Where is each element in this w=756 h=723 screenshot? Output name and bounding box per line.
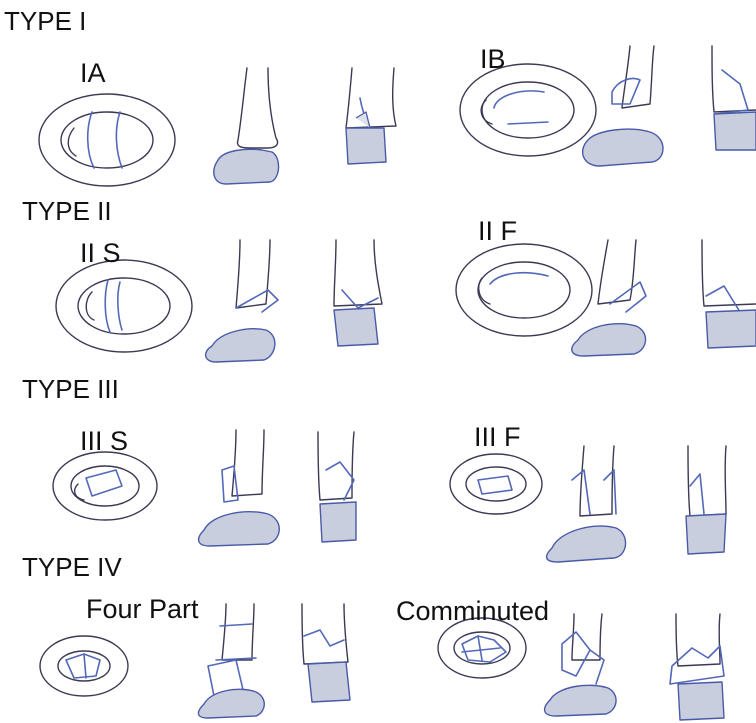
- panel-label-ia: IA: [80, 60, 106, 87]
- ib-lateral-view: [583, 46, 663, 166]
- iiif-lateral-view: [547, 446, 626, 562]
- four-part-lateral-view: [198, 604, 264, 718]
- four-part-axial-view: [40, 636, 128, 696]
- iiis-axial-view: [53, 452, 157, 520]
- iiif-axial-view: [450, 454, 542, 514]
- panel-label-four-part: Four Part: [86, 596, 199, 623]
- comminuted-ap-view: [670, 614, 724, 720]
- iif-ap-view: [702, 240, 756, 348]
- four-part-ap-view: [302, 604, 350, 702]
- panel-label-ib: IB: [480, 46, 506, 73]
- section-title-type-i: TYPE I: [4, 8, 86, 34]
- ia-ap-view: [346, 68, 396, 164]
- ib-ap-view: [712, 46, 756, 150]
- section-title-type-ii: TYPE II: [22, 198, 112, 224]
- ia-axial-view: [39, 94, 175, 186]
- comminuted-lateral-view: [545, 614, 616, 716]
- section-title-type-iii: TYPE III: [22, 376, 119, 402]
- iiis-lateral-view: [199, 430, 280, 546]
- iis-axial-view: [56, 260, 192, 352]
- iis-lateral-view: [206, 240, 278, 362]
- section-title-type-iv: TYPE IV: [22, 554, 122, 580]
- ia-lateral-view: [214, 68, 279, 184]
- ib-axial-view: [460, 64, 596, 156]
- iiis-ap-view: [318, 432, 356, 542]
- panel-label-iii-f: III F: [474, 424, 521, 451]
- iiif-ap-view: [686, 446, 726, 554]
- panel-label-ii-f: II F: [478, 218, 517, 245]
- iis-ap-view: [334, 240, 382, 346]
- panel-label-comminuted: Comminuted: [396, 598, 549, 625]
- panel-label-ii-s: II S: [80, 240, 121, 267]
- iif-axial-view: [456, 244, 592, 336]
- iif-lateral-view: [572, 240, 646, 356]
- comminuted-axial-view: [438, 618, 526, 678]
- panel-label-iii-s: III S: [80, 428, 128, 455]
